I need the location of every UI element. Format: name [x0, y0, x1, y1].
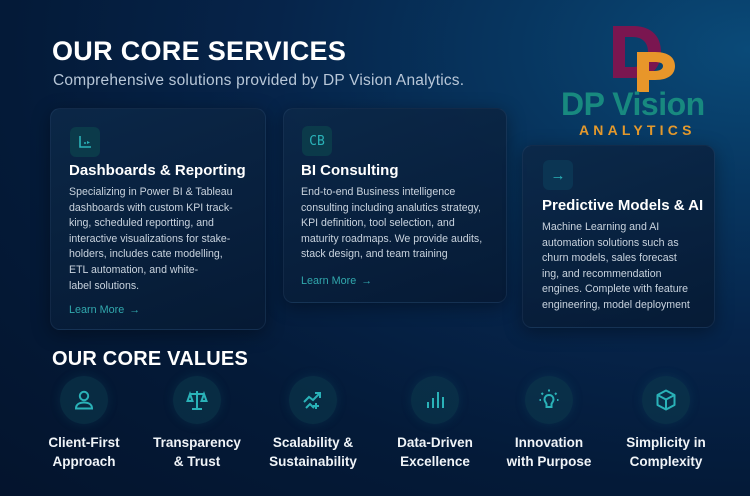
service-description: Specializing in Power BI & Tableau dashb… [69, 186, 233, 292]
value-scalability: Scalability & Sustainability [248, 376, 378, 471]
value-data-driven: Data-Driven Excellence [370, 376, 500, 471]
logo-name: DP Vision [561, 86, 705, 122]
value-label: Innovation with Purpose [506, 435, 592, 469]
value-label: Data-Driven Excellence [397, 435, 473, 469]
growth-chart-icon [289, 376, 337, 424]
value-client-first: Client-First Approach [19, 376, 149, 471]
service-card-predictive-ai: → Predictive Models & AI Machine Learnin… [522, 145, 715, 328]
dp-logo-mark-icon [613, 26, 675, 92]
service-description: End-to-end Business intelligence consult… [301, 186, 483, 261]
company-logo: DP Vision ANALYTICS [555, 20, 725, 140]
value-label: Transparency & Trust [153, 435, 241, 469]
page-title: OUR CORE SERVICES [52, 36, 347, 66]
learn-more-link[interactable]: Learn More → [301, 275, 372, 287]
arrow-right-icon: → [543, 160, 573, 190]
learn-more-label: Learn More [301, 275, 357, 287]
learn-more-label: Learn More [69, 304, 125, 316]
scale-icon [173, 376, 221, 424]
service-title: Predictive Models & AI [542, 197, 704, 214]
service-card-dashboards: Dashboards & Reporting Specializing in P… [50, 108, 266, 330]
chart-icon [70, 127, 100, 157]
value-innovation: Innovation with Purpose [484, 376, 614, 471]
service-title: Dashboards & Reporting [69, 162, 246, 179]
logo-tagline: ANALYTICS [579, 122, 696, 138]
lightbulb-icon [525, 376, 573, 424]
value-label: Scalability & Sustainability [269, 435, 357, 469]
service-title: BI Consulting [301, 162, 399, 179]
bar-chart-icon [411, 376, 459, 424]
arrow-right-icon: → [129, 304, 141, 316]
page-subtitle: Comprehensive solutions provided by DP V… [53, 72, 465, 89]
service-card-bi-consulting: CB BI Consulting End-to-end Business int… [283, 108, 507, 303]
value-label: Client-First Approach [48, 435, 120, 469]
values-title: OUR CORE VALUES [52, 348, 248, 370]
arrow-right-icon: → [361, 275, 373, 287]
value-transparency: Transparency & Trust [132, 376, 262, 471]
value-simplicity: Simplicity in Complexity [601, 376, 731, 471]
service-description: Machine Learning and AI automation solut… [542, 221, 690, 311]
value-label: Simplicity in Complexity [626, 435, 706, 469]
learn-more-link[interactable]: Learn More → [69, 304, 140, 316]
cube-icon [642, 376, 690, 424]
user-icon [60, 376, 108, 424]
cb-icon: CB [302, 126, 332, 156]
